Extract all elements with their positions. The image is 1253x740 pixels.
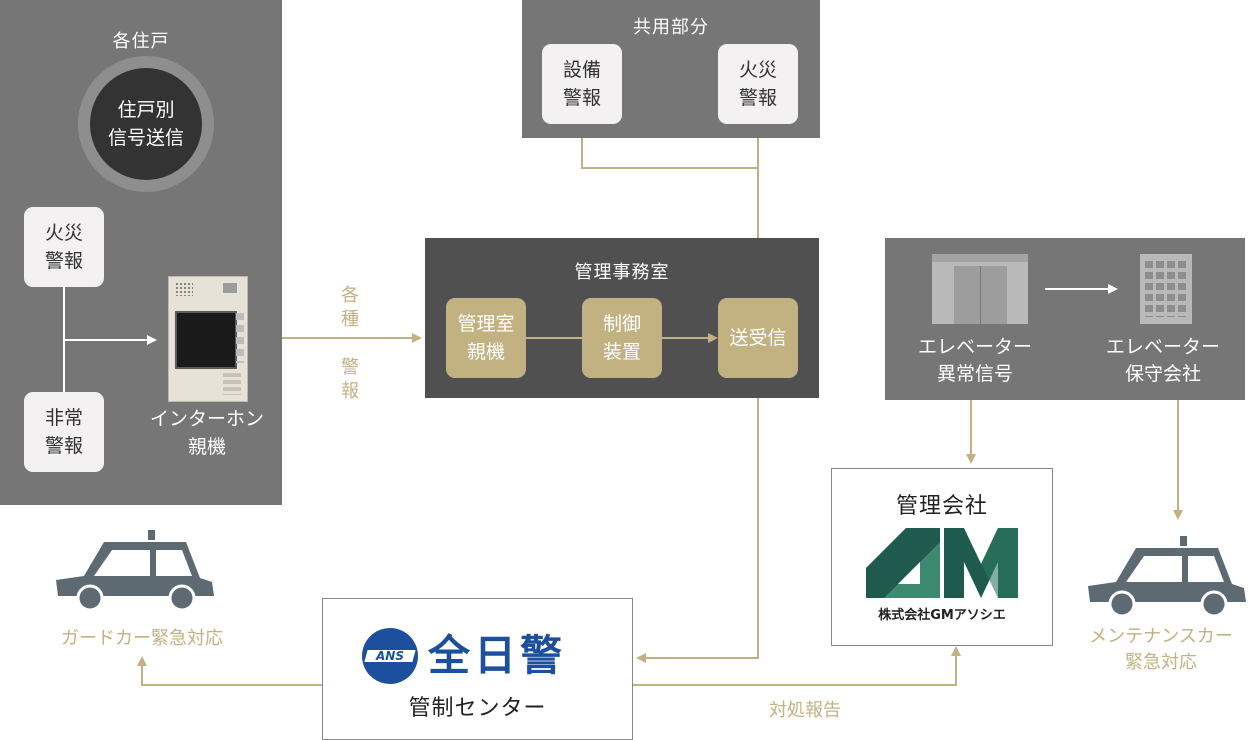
elevator-abnormal-signal: エレベーター 異常信号	[917, 336, 1032, 385]
guard-car-icon	[56, 530, 214, 610]
various-alarms-label: 各 種 警 報	[341, 285, 359, 402]
line-center-to-management	[632, 646, 961, 686]
management-company-title: 管理会社	[895, 494, 988, 519]
ans-logo-badge: ANS	[376, 649, 404, 663]
elevator-door-icon	[932, 254, 1028, 324]
line-center-to-guardcar	[137, 656, 322, 686]
gm-logo-text: 株式会社GMアソシエ	[878, 608, 1006, 623]
intercom-speaker-icon	[175, 282, 193, 296]
office-master-unit: 管理室 親機	[446, 298, 526, 378]
intercom-buttons-icon	[236, 313, 244, 363]
transceiver: 送受信	[718, 298, 798, 378]
signal-circle-label: 住戸別 信号送信	[90, 68, 202, 180]
common-area-title: 共用部分	[633, 17, 709, 38]
residence-title: 各住戸	[112, 31, 170, 52]
control-center-label: 管制センター	[408, 696, 547, 721]
common-fire-alarm: 火災 警報	[718, 44, 798, 124]
intercom-lower-panel-icon	[223, 373, 241, 395]
maintenance-car-label: メンテナンスカー 緊急対応	[1089, 626, 1233, 673]
intercom-indicator-icon	[223, 283, 237, 293]
residence-emergency-alarm: 非常 警報	[24, 392, 104, 472]
control-center-brand: 全日警	[428, 631, 567, 680]
report-label: 対処報告	[769, 700, 841, 721]
elevator-maintenance-company: エレベーター 保守会社	[1105, 336, 1220, 385]
intercom-device	[168, 276, 248, 402]
equipment-alarm: 設備 警報	[542, 44, 622, 124]
line-transceiver-to-center	[636, 376, 759, 663]
residence-fire-alarm: 火災 警報	[24, 207, 104, 287]
gm-logo-icon	[866, 528, 1018, 598]
ans-logo-icon: ANS	[362, 628, 418, 684]
residence-inner-lines	[63, 287, 157, 392]
intercom-screen	[175, 311, 237, 369]
control-device: 制御 装置	[582, 298, 662, 378]
guard-car-label: ガードカー緊急対応	[61, 628, 223, 649]
signal-circle: 住戸別 信号送信	[78, 56, 214, 192]
building-icon	[1140, 254, 1192, 324]
intercom-label: インターホン 親機	[149, 408, 264, 458]
management-office-title: 管理事務室	[574, 262, 670, 283]
maintenance-car-icon	[1088, 536, 1246, 616]
